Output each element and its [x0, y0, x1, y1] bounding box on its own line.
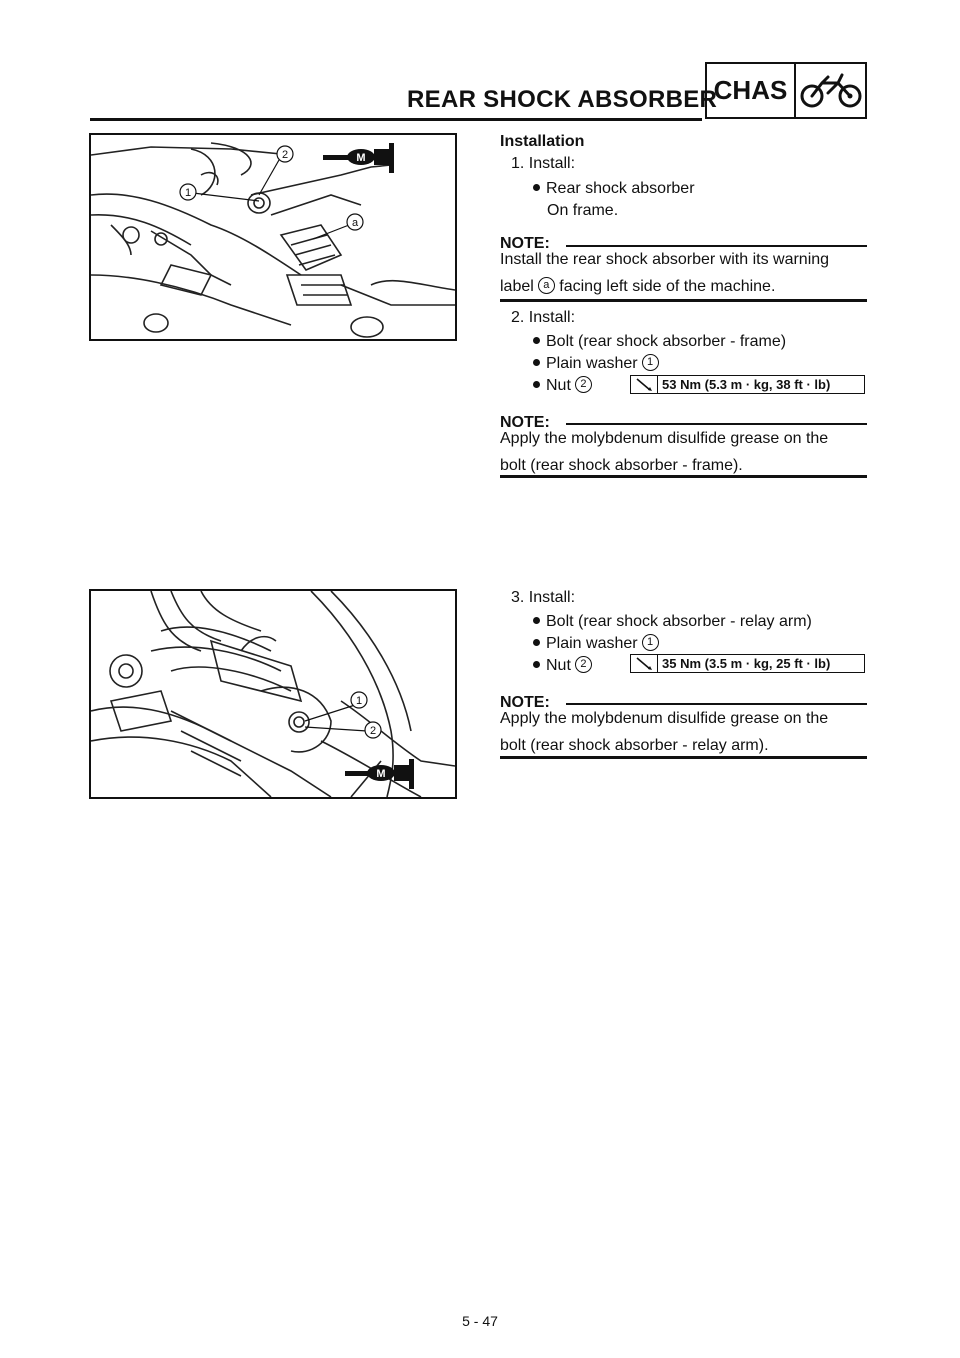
- note-2-rule: [566, 423, 867, 425]
- note-3-end-rule: [500, 756, 867, 759]
- callout-a: a: [352, 217, 359, 229]
- note-3-rule: [566, 703, 867, 705]
- motorcycle-icon: [796, 64, 865, 117]
- callout-1: 1: [356, 695, 362, 707]
- note-3-line-2: bolt (rear shock absorber - relay arm).: [500, 737, 769, 754]
- bullet-icon: [533, 359, 540, 367]
- torque-wrench-icon: [631, 655, 658, 672]
- note-1-rule: [566, 245, 867, 247]
- step-3-label: 3. Install:: [511, 589, 576, 606]
- step-3-item: Bolt (rear shock absorber - relay arm): [533, 611, 812, 633]
- note-1-line-1: Install the rear shock absorber with its…: [500, 251, 830, 268]
- header-rule: [90, 118, 702, 121]
- note-2-line-1: Apply the molybdenum disulfide grease on…: [500, 430, 829, 447]
- bullet-icon: [533, 617, 540, 625]
- torque-wrench-icon: [631, 376, 658, 393]
- figure-rear-shock-frame: 1 2 a M: [89, 133, 457, 341]
- note-3-line-1: Apply the molybdenum disulfide grease on…: [500, 710, 829, 727]
- note-2-label: NOTE:: [500, 414, 550, 431]
- note-1-label: NOTE:: [500, 235, 550, 252]
- page-title: REAR SHOCK ABSORBER: [407, 86, 718, 113]
- note-2-line-2: bolt (rear shock absorber - frame).: [500, 457, 743, 474]
- svg-text:M: M: [376, 768, 385, 780]
- torque-value: 35 Nm (3.5 m · kg, 25 ft · lb): [662, 656, 831, 671]
- moly-grease-icon: M: [323, 143, 394, 173]
- step-1-label: 1. Install:: [511, 155, 576, 172]
- bullet-icon: [533, 337, 540, 345]
- svg-text:M: M: [356, 152, 365, 164]
- ref-1: 1: [641, 354, 659, 372]
- note-2-end-rule: [500, 475, 867, 478]
- torque-spec: 53 Nm (5.3 m · kg, 38 ft · lb): [630, 375, 865, 394]
- ref-2: 2: [574, 376, 592, 394]
- ref-2: 2: [574, 656, 592, 674]
- section-code: CHAS: [707, 64, 796, 117]
- section-badge: CHAS: [705, 62, 867, 119]
- step-2-item: Bolt (rear shock absorber - frame): [533, 331, 786, 353]
- step-1-item: Rear shock absorber: [533, 178, 695, 200]
- callout-1: 1: [185, 187, 191, 199]
- page-number: 5 - 47: [462, 1313, 498, 1329]
- figure-rear-shock-relay-arm: 1 2 M: [89, 589, 457, 799]
- moly-grease-icon: M: [345, 759, 414, 789]
- note-1-end-rule: [500, 299, 867, 302]
- installation-heading: Installation: [500, 133, 585, 150]
- note-3-label: NOTE:: [500, 694, 550, 711]
- callout-2: 2: [282, 149, 288, 161]
- step-2-label: 2. Install:: [511, 309, 576, 326]
- torque-spec: 35 Nm (3.5 m · kg, 25 ft · lb): [630, 654, 865, 673]
- bullet-icon: [533, 184, 540, 192]
- bullet-icon: [533, 639, 540, 647]
- callout-2: 2: [370, 725, 376, 737]
- torque-value: 53 Nm (5.3 m · kg, 38 ft · lb): [662, 377, 831, 392]
- bullet-icon: [533, 381, 540, 389]
- bullet-icon: [533, 661, 540, 669]
- ref-a: a: [537, 277, 555, 295]
- step-1-sub: On frame.: [547, 202, 619, 219]
- ref-1: 1: [641, 634, 659, 652]
